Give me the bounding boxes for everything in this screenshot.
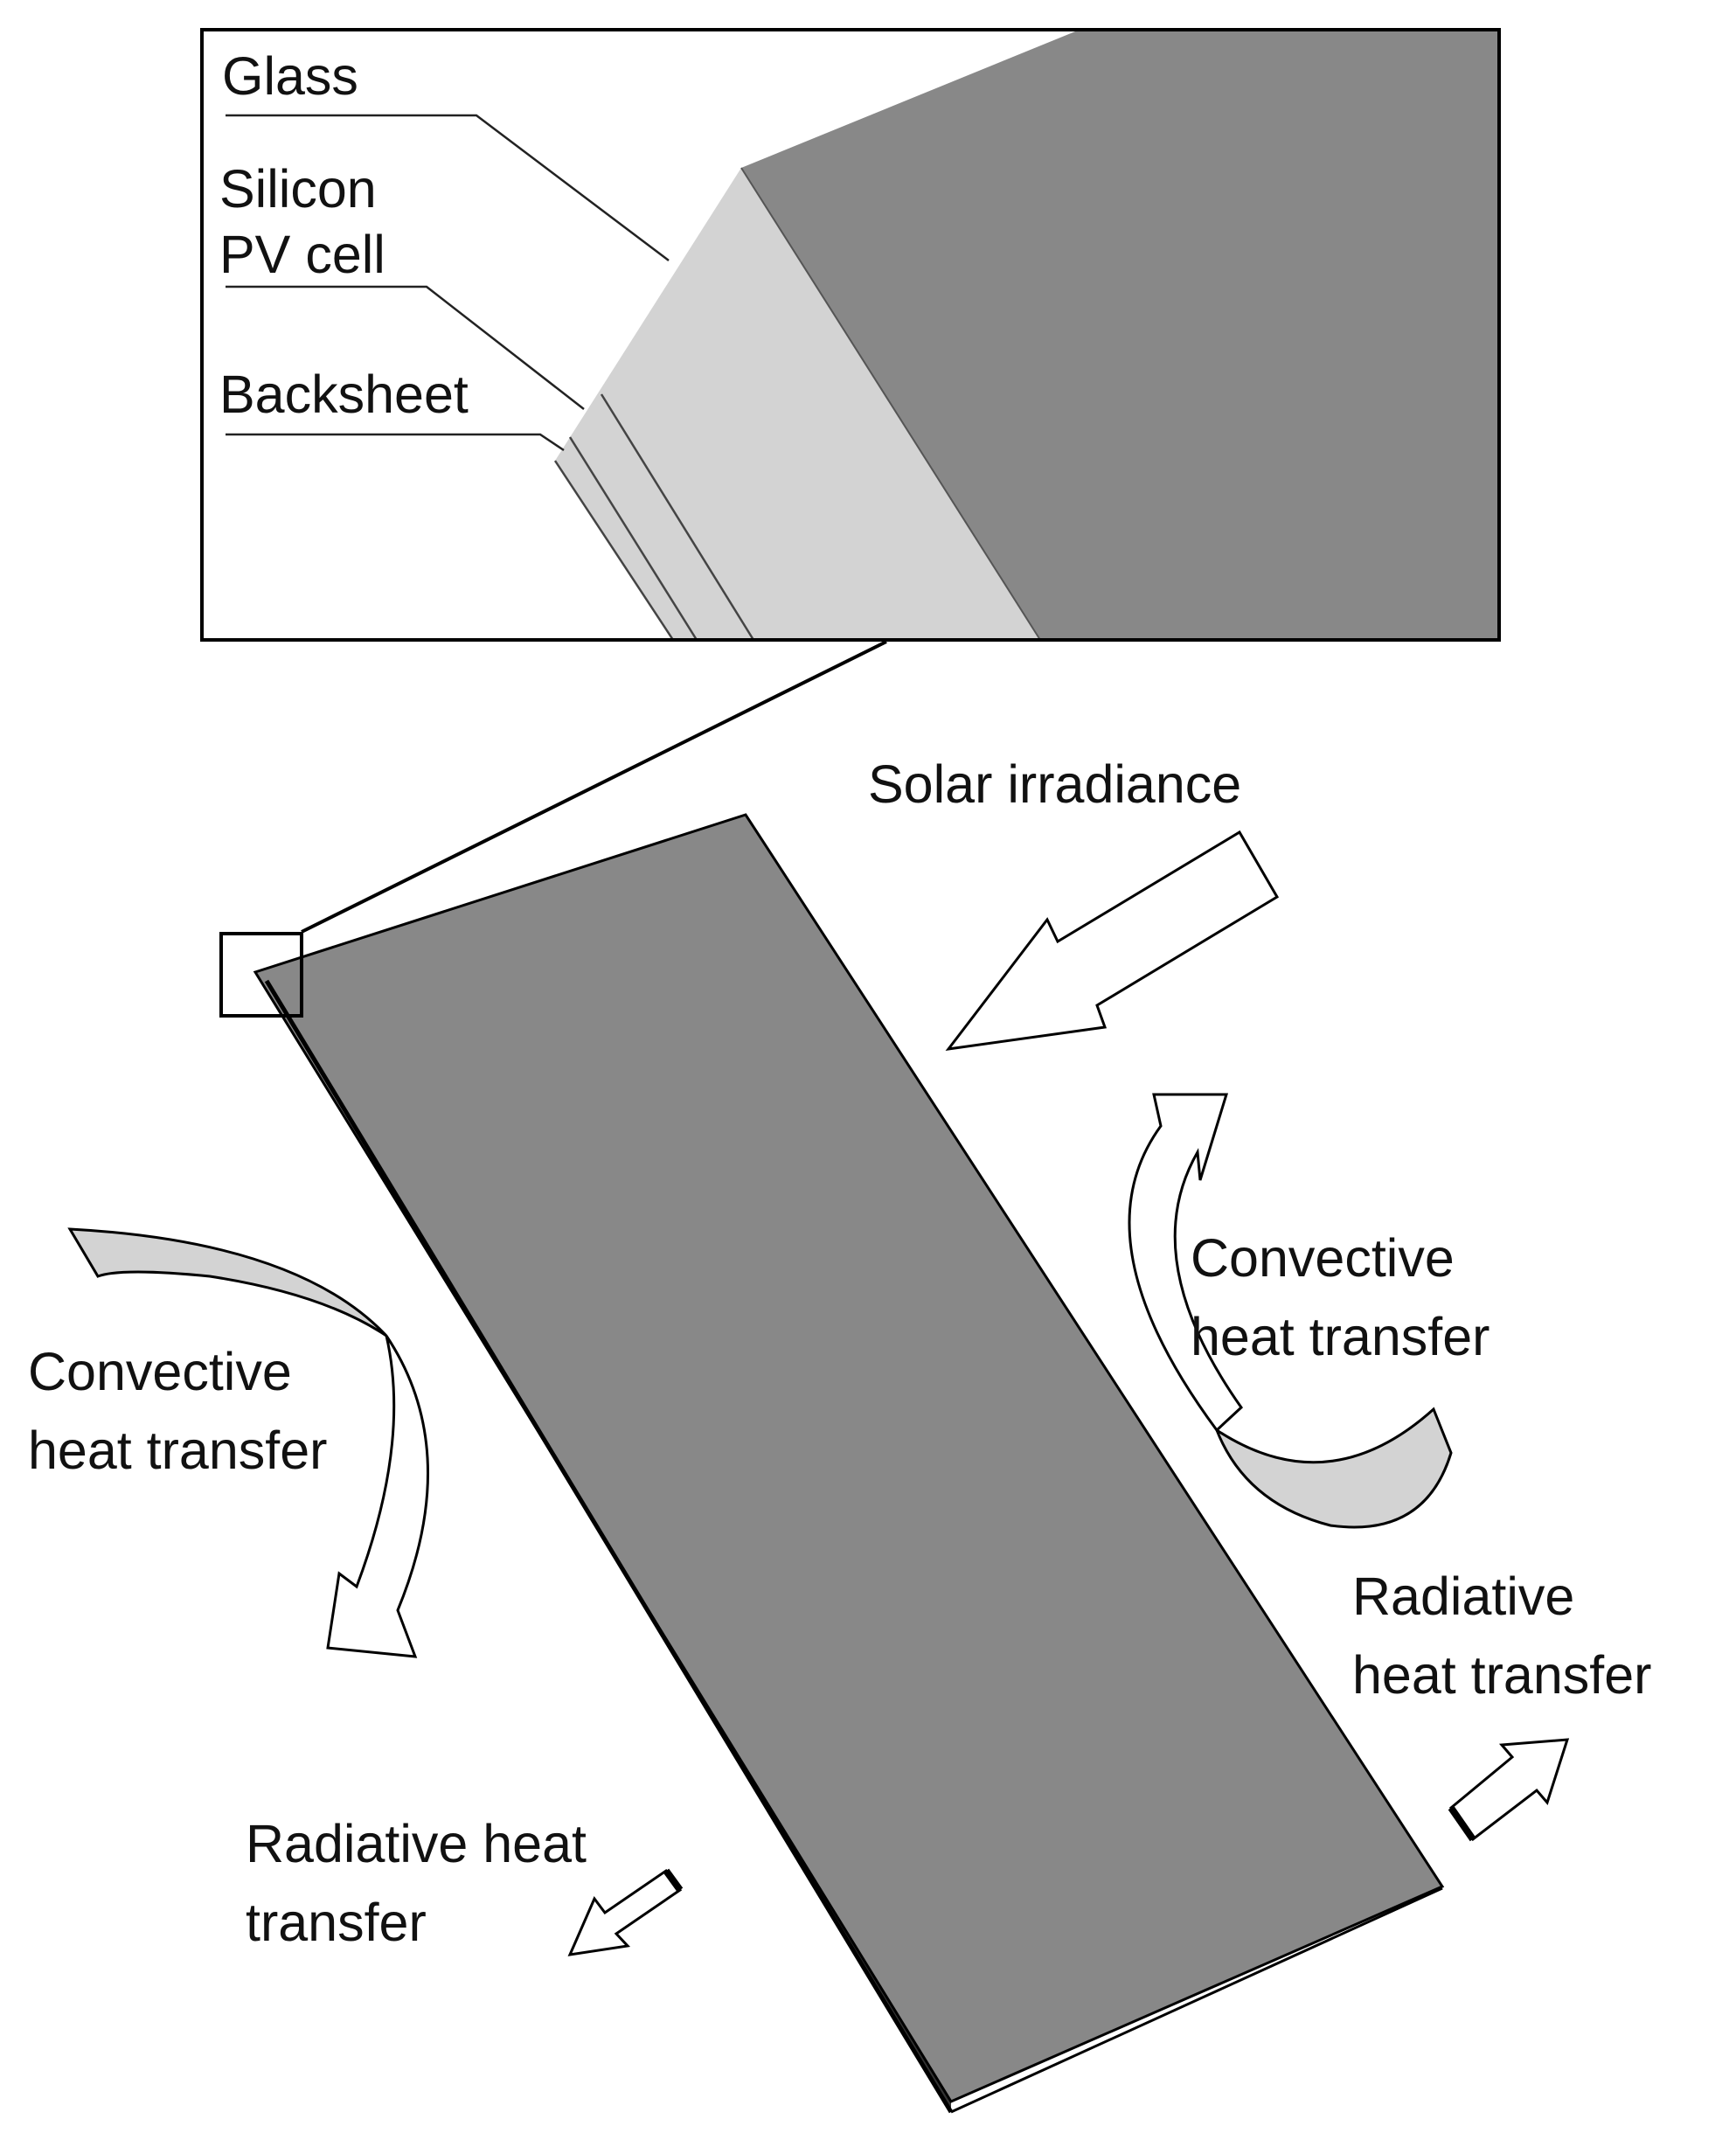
silicon-label-line2: PV cell <box>219 225 385 284</box>
zoom-inset: Glass Silicon PV cell Backsheet <box>200 28 1501 642</box>
radiative-left-group: Radiative heat transfer <box>246 1814 684 1956</box>
glass-leader-line <box>226 114 670 261</box>
radiative-left-label-line2: transfer <box>246 1893 427 1952</box>
inset-panel-face <box>741 30 1499 640</box>
backsheet-label: Backsheet <box>219 365 469 424</box>
solar-irradiance-label: Solar irradiance <box>868 754 1241 814</box>
convective-left-label-line2: heat transfer <box>28 1421 327 1480</box>
solar-irradiance-arrow <box>945 830 1280 1051</box>
convective-left-group: Convective heat transfer <box>28 1227 429 1658</box>
convective-left-label-line1: Convective <box>28 1342 292 1401</box>
solar-irradiance-group: Solar irradiance <box>868 754 1280 1051</box>
radiative-right-label-line2: heat transfer <box>1352 1645 1651 1705</box>
convective-right-label-line1: Convective <box>1191 1228 1455 1288</box>
radiative-right-group: Radiative heat transfer <box>1352 1567 1651 1842</box>
silicon-leader-line <box>226 285 585 410</box>
pv-module-thickness-line <box>264 979 954 2114</box>
silicon-label-line1: Silicon <box>219 159 377 219</box>
convective-left-arrow-tail <box>67 1227 388 1338</box>
inset-backsheet-outer-edge <box>553 460 675 641</box>
inset-glass-silicon-boundary <box>600 393 755 641</box>
backsheet-leader-line <box>226 433 565 452</box>
radiative-left-arrow <box>567 1868 683 1956</box>
inset-frame <box>200 28 1501 642</box>
zoom-selection-box <box>219 932 303 1018</box>
radiative-right-arrow-base <box>1448 1805 1476 1842</box>
inset-silicon-backsheet-boundary <box>568 436 698 641</box>
pv-module-bottom-edge <box>950 1886 1443 2114</box>
convective-right-arrow <box>1128 1093 1243 1433</box>
inset-glass-face-edge <box>740 167 1041 641</box>
convective-right-arrow-tail <box>1213 1407 1453 1529</box>
convective-right-group: Convective heat transfer <box>1128 1093 1489 1529</box>
convective-left-arrow <box>326 1335 429 1658</box>
radiative-left-label-line1: Radiative heat <box>246 1814 587 1873</box>
inset-glass-layer <box>555 168 1040 640</box>
zoom-connector-line-top <box>301 640 887 934</box>
radiative-left-arrow-base <box>663 1868 684 1893</box>
radiative-right-label-line1: Radiative <box>1352 1567 1574 1626</box>
glass-label: Glass <box>222 46 358 106</box>
convective-right-label-line2: heat transfer <box>1191 1307 1489 1366</box>
pv-module <box>253 813 1445 2114</box>
radiative-right-arrow <box>1448 1738 1570 1842</box>
